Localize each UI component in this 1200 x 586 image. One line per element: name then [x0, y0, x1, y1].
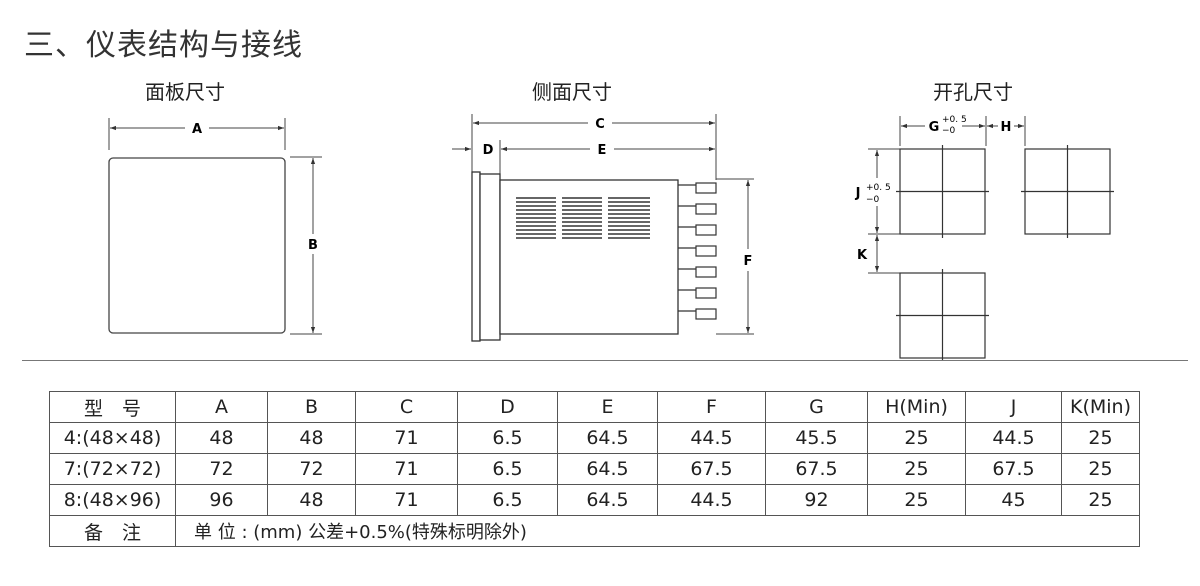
- dim-j-tol-minus: −0: [866, 195, 880, 205]
- terminal-pin: [695, 287, 717, 299]
- header-model: 型 号: [49, 391, 176, 423]
- cell-b: 72: [267, 453, 356, 485]
- dim-b-label: B: [308, 238, 318, 253]
- cell-b: 48: [267, 484, 356, 516]
- cell-c: 71: [355, 484, 458, 516]
- housing-body: [499, 179, 679, 335]
- cell-model: 7:(72×72): [49, 453, 176, 485]
- cell-g: 92: [765, 484, 868, 516]
- header-f: F: [657, 391, 766, 423]
- terminal-pin: [695, 266, 717, 278]
- dim-a-label: A: [192, 122, 202, 137]
- dim-d-label: D: [483, 143, 494, 158]
- note-text: 单 位 : (mm) 公差+0.5%(特殊标明除外): [175, 515, 1140, 547]
- cell-f: 67.5: [657, 453, 766, 485]
- side-dimensions-title: 侧面尺寸: [532, 80, 612, 104]
- dim-g-tol-plus: +0. 5: [942, 115, 967, 125]
- dim-e-label: E: [598, 143, 607, 158]
- cell-f: 44.5: [657, 422, 766, 454]
- terminal-pin: [695, 308, 717, 320]
- cell-j: 67.5: [965, 453, 1062, 485]
- cell-d: 6.5: [457, 453, 558, 485]
- cell-h: 25: [867, 453, 966, 485]
- header-a: A: [175, 391, 268, 423]
- header-k-min: K(Min): [1061, 391, 1140, 423]
- side-view-drawing: C D E F: [452, 114, 754, 342]
- cell-a: 72: [175, 453, 268, 485]
- panel-dimensions-title: 面板尺寸: [145, 80, 225, 104]
- table-row: 4:(48×48) 48 48 71 6.5 64.5 44.5 45.5 25…: [49, 422, 1140, 454]
- spec-table: 型 号 A B C D E F G H(Min) J K(Min) 4:(48×…: [49, 391, 1140, 547]
- section-heading: 三、仪表结构与接线: [24, 28, 303, 63]
- dim-g-tol-minus: −0: [942, 126, 956, 136]
- cell-e: 64.5: [557, 484, 658, 516]
- cell-model: 8:(48×96): [49, 484, 176, 516]
- cell-f: 44.5: [657, 484, 766, 516]
- terminal-pin: [695, 224, 717, 236]
- header-c: C: [355, 391, 458, 423]
- header-j: J: [965, 391, 1062, 423]
- header-e: E: [557, 391, 658, 423]
- cell-g: 45.5: [765, 422, 868, 454]
- cell-d: 6.5: [457, 422, 558, 454]
- note-label: 备 注: [49, 515, 176, 547]
- terminal-pin: [695, 245, 717, 257]
- cell-c: 71: [355, 453, 458, 485]
- section-divider: [22, 360, 1188, 361]
- cell-k: 25: [1061, 422, 1140, 454]
- header-g: G: [765, 391, 868, 423]
- cutout-dimensions-title: 开孔尺寸: [933, 80, 1013, 104]
- cutout-view-drawing: G +0. 5 −0 H J +0. 5 −0 K: [855, 115, 1114, 360]
- dim-c-label: C: [595, 117, 605, 132]
- cell-b: 48: [267, 422, 356, 454]
- cell-j: 45: [965, 484, 1062, 516]
- table-note-row: 备 注 单 位 : (mm) 公差+0.5%(特殊标明除外): [49, 515, 1140, 547]
- cell-h: 25: [867, 422, 966, 454]
- dim-k-label: K: [857, 248, 868, 263]
- cell-k: 25: [1061, 484, 1140, 516]
- dimension-drawings: A B C D E: [108, 114, 1114, 360]
- cell-a: 48: [175, 422, 268, 454]
- header-d: D: [457, 391, 558, 423]
- dim-j-label: J: [855, 186, 861, 201]
- cell-j: 44.5: [965, 422, 1062, 454]
- terminal-pin: [695, 182, 717, 194]
- table-header-row: 型 号 A B C D E F G H(Min) J K(Min): [49, 391, 1140, 423]
- cell-d: 6.5: [457, 484, 558, 516]
- dim-g-label: G: [929, 120, 940, 135]
- cell-g: 67.5: [765, 453, 868, 485]
- dim-j-tol-plus: +0. 5: [866, 183, 891, 193]
- cell-k: 25: [1061, 453, 1140, 485]
- cell-h: 25: [867, 484, 966, 516]
- cell-model: 4:(48×48): [49, 422, 176, 454]
- dim-h-label: H: [1001, 120, 1012, 135]
- cell-e: 64.5: [557, 453, 658, 485]
- header-b: B: [267, 391, 356, 423]
- cell-a: 96: [175, 484, 268, 516]
- table-row: 7:(72×72) 72 72 71 6.5 64.5 67.5 67.5 25…: [49, 453, 1140, 485]
- table-row: 8:(48×96) 96 48 71 6.5 64.5 44.5 92 25 4…: [49, 484, 1140, 516]
- terminal-pin: [695, 203, 717, 215]
- panel-view-drawing: A B: [108, 118, 322, 335]
- dim-f-label: F: [744, 254, 753, 269]
- cell-e: 64.5: [557, 422, 658, 454]
- panel-face: [108, 157, 286, 334]
- header-h-min: H(Min): [867, 391, 966, 423]
- cell-c: 71: [355, 422, 458, 454]
